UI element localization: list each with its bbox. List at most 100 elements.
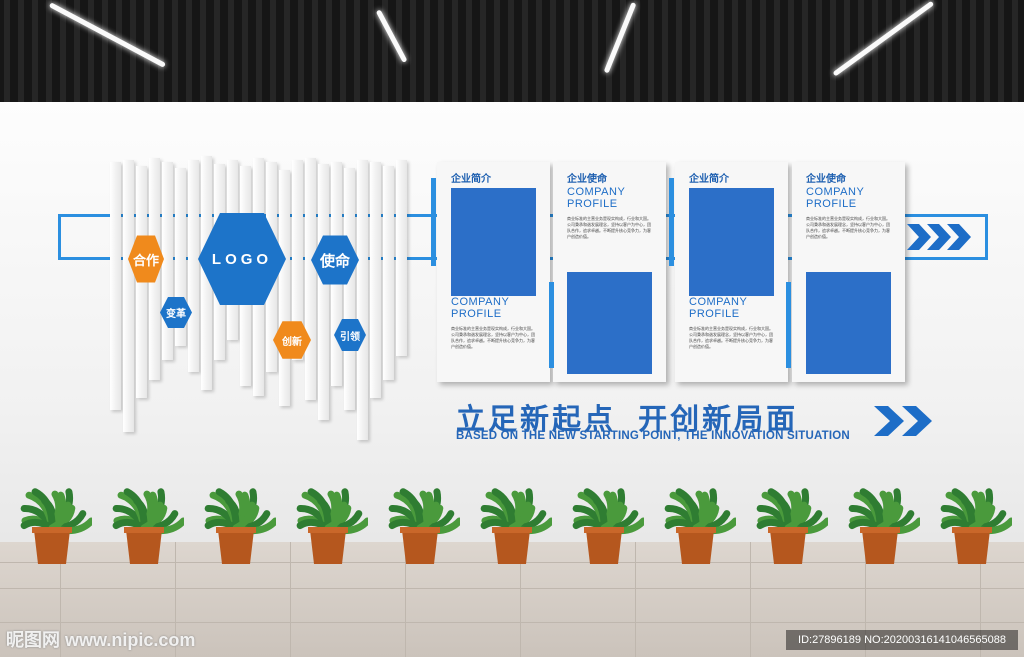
floor-tile-line [0, 622, 1024, 623]
panel-body-text: 商业标准的主营业务是现实构成，行业和大国。公司秉承和谐发展理念，坚持以客户为中心… [567, 216, 651, 239]
panel-image [689, 188, 774, 296]
ceiling-slat [18, 0, 24, 102]
ceiling-slat [4, 0, 10, 102]
hexagon-lead: 引领 [334, 319, 366, 351]
floor-tile-line [405, 542, 406, 657]
panel-image [451, 188, 536, 296]
watermark-site: 昵图网 www.nipic.com [6, 630, 196, 650]
potted-plant [472, 470, 555, 565]
panel-subtitle: COMPANY PROFILE [567, 186, 626, 210]
ceiling-slat [956, 0, 962, 102]
panel-title: 企业简介 [451, 174, 491, 185]
panel-company-intro-2: 企业简介 COMPANY PROFILE 商业标准的主营业务是现实构成，行业和大… [675, 162, 788, 382]
slogan-chinese: 立足新起点 开创新局面 [456, 404, 799, 436]
ceiling-slat [942, 0, 948, 102]
ceiling-slat [480, 0, 486, 102]
ceiling-slat [340, 0, 346, 102]
frame-line-right [985, 214, 988, 260]
ceiling-slat [872, 0, 878, 102]
ceiling-slat [634, 0, 640, 102]
logo-wall-bar [110, 162, 121, 410]
logo-wall-bar [383, 166, 394, 380]
ceiling-slat [914, 0, 920, 102]
slogan-arrow-icon [874, 406, 932, 436]
ceiling-slat [508, 0, 514, 102]
panel-title: 企业简介 [689, 174, 729, 185]
floor-tile-line [750, 542, 751, 657]
ceiling-slat [578, 0, 584, 102]
ceiling-slat [298, 0, 304, 102]
logo-wall-bar [292, 160, 303, 360]
ceiling-slat [116, 0, 122, 102]
potted-plant [380, 470, 463, 565]
ceiling-slat [284, 0, 290, 102]
ceiling-slat [998, 0, 1004, 102]
panel-subtitle: COMPANY PROFILE [451, 296, 510, 320]
ceiling-slat [228, 0, 234, 102]
ceiling-slat [564, 0, 570, 102]
panel-subtitle: COMPANY PROFILE [689, 296, 748, 320]
ceiling-slat [242, 0, 248, 102]
side-tab [786, 282, 791, 368]
panel-subtitle: COMPANY PROFILE [806, 186, 865, 210]
logo-wall-bar [318, 164, 329, 420]
logo-wall-bar [370, 162, 381, 398]
floor-tile-line [865, 542, 866, 657]
ceiling-slat [368, 0, 374, 102]
panel-body-text: 商业标准的主营业务是现实构成，行业和大国。公司秉承和谐发展理念，坚持以客户为中心… [806, 216, 890, 239]
ceiling-slat [606, 0, 612, 102]
potted-plant [564, 470, 647, 565]
ceiling-slat [158, 0, 164, 102]
ceiling-slat [424, 0, 430, 102]
logo-wall-bar [279, 170, 290, 406]
floor-tile-line [0, 588, 1024, 589]
ceiling-slat [74, 0, 80, 102]
ceiling-slat [466, 0, 472, 102]
potted-plant [748, 470, 831, 565]
ceiling-slat [788, 0, 794, 102]
ceiling-slat [690, 0, 696, 102]
panel-company-intro: 企业简介 COMPANY PROFILE 商业标准的主营业务是现实构成，行业和大… [437, 162, 550, 382]
floor-tile-line [980, 542, 981, 657]
ceiling-slat [550, 0, 556, 102]
panel-title: 企业使命 [567, 174, 607, 185]
ceiling-light [375, 9, 408, 63]
potted-plant [196, 470, 279, 565]
hexagon-innovate: 创新 [273, 321, 311, 359]
ceiling-slat [620, 0, 626, 102]
ceiling-slat [746, 0, 752, 102]
ceiling-slat [816, 0, 822, 102]
panel-image [567, 272, 652, 374]
ceiling-slat [704, 0, 710, 102]
ceiling-slat [102, 0, 108, 102]
ceiling-slat [410, 0, 416, 102]
ceiling-slat [676, 0, 682, 102]
logo-wall-bar [396, 160, 407, 356]
ceiling-slat [900, 0, 906, 102]
ceiling-slat [928, 0, 934, 102]
ceiling-slat [774, 0, 780, 102]
potted-plant [104, 470, 187, 565]
potted-plant [840, 470, 923, 565]
potted-plant [288, 470, 371, 565]
panel-body-text: 商业标准的主营业务是现实构成，行业和大国。公司秉承和谐发展理念，坚持以客户为中心… [689, 326, 773, 349]
panel-image [806, 272, 891, 374]
logo-wall-bar [344, 168, 355, 410]
ceiling-slat [718, 0, 724, 102]
logo-wall-bar [188, 160, 199, 372]
ceiling-slat [172, 0, 178, 102]
floor-tile-line [635, 542, 636, 657]
ceiling [0, 0, 1024, 102]
potted-plant [932, 470, 1015, 565]
ceiling-slat [186, 0, 192, 102]
ceiling-slat [312, 0, 318, 102]
ceiling-slat [732, 0, 738, 102]
ceiling-slat [844, 0, 850, 102]
logo-wall-bar [305, 158, 316, 400]
ceiling-slat [214, 0, 220, 102]
panel-title: 企业使命 [806, 174, 846, 185]
ceiling-slat [760, 0, 766, 102]
potted-plant [656, 470, 739, 565]
ceiling-slat [60, 0, 66, 102]
ceiling-slat [200, 0, 206, 102]
